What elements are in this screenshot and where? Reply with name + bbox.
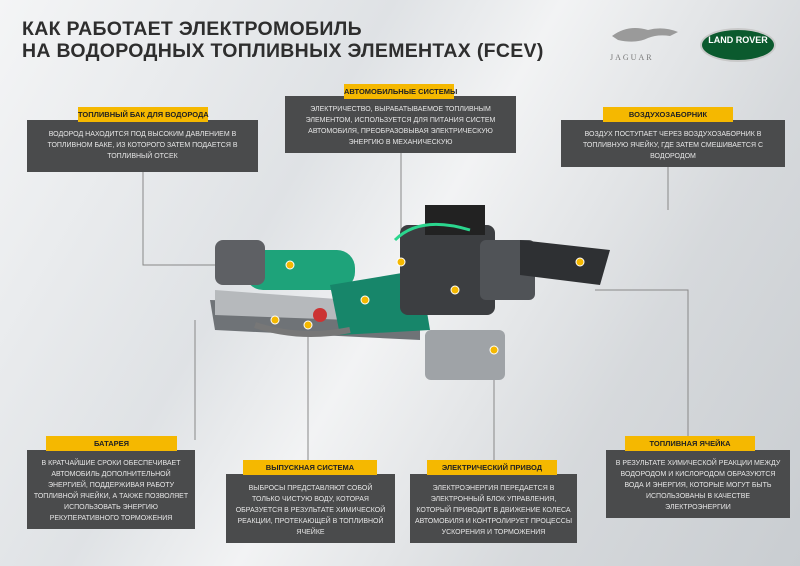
page-title: КАК РАБОТАЕТ ЭЛЕКТРОМОБИЛЬ НА ВОДОРОДНЫХ… xyxy=(22,18,544,62)
fuel-cell-label: ТОПЛИВНАЯ ЯЧЕЙКА xyxy=(625,436,755,451)
fuel-tank-description: Водород находится под высоким давлением … xyxy=(27,120,258,172)
fuel-cell-description: В результате химической реакции между во… xyxy=(606,450,790,518)
jaguar-wordmark: JAGUAR xyxy=(610,53,654,62)
title-line-1: КАК РАБОТАЕТ ЭЛЕКТРОМОБИЛЬ xyxy=(22,18,362,40)
air-intake-label: ВОЗДУХОЗАБОРНИК xyxy=(603,107,733,122)
air-intake-description: Воздух поступает через воздухозаборник в… xyxy=(561,120,785,167)
marker-dots xyxy=(270,257,585,355)
land-rover-wordmark: LAND ROVER xyxy=(708,35,768,45)
auto-systems-label: АВТОМОБИЛЬНЫЕ СИСТЕМЫ xyxy=(344,84,457,99)
auto-systems-description: Электричество, вырабатываемое топливным … xyxy=(285,96,516,153)
jaguar-logo xyxy=(612,28,678,42)
exhaust-label: ВЫПУСКНАЯ СИСТЕМА xyxy=(243,460,377,475)
exhaust-description: Выбросы представляют собой только чистую… xyxy=(226,474,395,543)
leader-lines xyxy=(142,150,689,462)
engine-shapes xyxy=(210,205,610,380)
electric-drive-description: Электроэнергия передается в электронный … xyxy=(410,474,577,543)
fuel-tank-label: ТОПЛИВНЫЙ БАК ДЛЯ ВОДОРОДА xyxy=(78,107,209,122)
battery-label: БАТАРЕЯ xyxy=(46,436,177,451)
battery-description: В кратчайшие сроки обеспечивает автомоби… xyxy=(27,450,195,529)
land-rover-logo: LAND ROVER xyxy=(700,28,776,62)
electric-drive-label: ЭЛЕКТРИЧЕСКИЙ ПРИВОД xyxy=(427,460,557,475)
title-line-2: НА ВОДОРОДНЫХ ТОПЛИВНЫХ ЭЛЕМЕНТАХ (FCEV) xyxy=(22,40,544,62)
